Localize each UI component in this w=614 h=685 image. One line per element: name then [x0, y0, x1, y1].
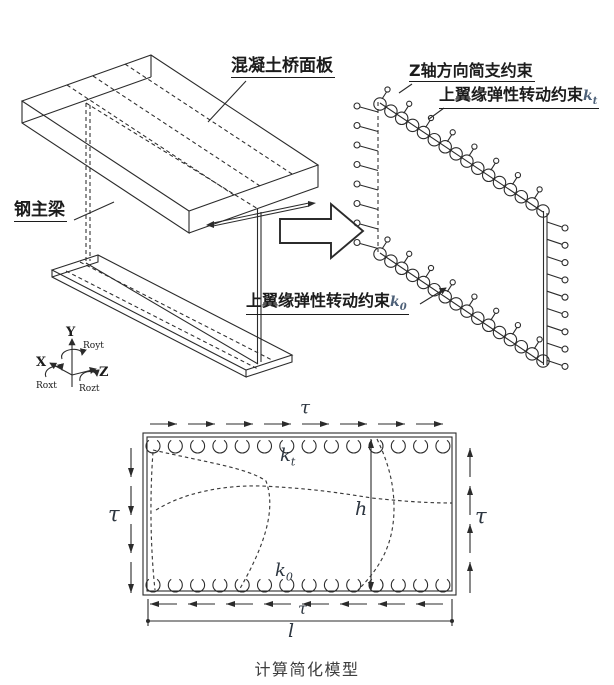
deck-label-leader	[207, 80, 247, 123]
slab-top-face	[20, 54, 320, 212]
bottom-flange-thickness	[51, 255, 293, 378]
bottom-flange-text: 上翼缘弹性转动约束	[246, 291, 391, 310]
figure-caption: 计算简化模型	[254, 660, 360, 679]
k0-model-label: k0	[275, 560, 293, 584]
z-support-text: Z轴方向简支约束	[409, 61, 533, 80]
transform-arrow-icon	[279, 201, 365, 261]
tau-right-label: τ	[475, 504, 487, 528]
k0-symbol: k0	[390, 294, 407, 313]
kt-symbol: kt	[583, 88, 598, 107]
shear-arrows-bottom	[150, 601, 443, 607]
girder-label-leader	[73, 201, 115, 221]
buckle-contour-4	[150, 451, 156, 591]
rotation-arc-z	[79, 369, 100, 382]
simplified-model-drawing	[142, 432, 457, 626]
bottom-flange-dashed-lines	[65, 261, 273, 370]
top-edge-spring-chain	[373, 86, 550, 218]
z-axis	[71, 367, 97, 376]
dim-endpoint-left	[146, 619, 150, 623]
left-edge-pin-supports	[353, 102, 379, 250]
k0-spring-row	[145, 577, 451, 593]
generated-decorations	[128, 86, 569, 607]
rotation-arc-x	[44, 363, 64, 378]
dim-endpoint-right	[450, 619, 454, 623]
label-z-support: Z轴方向简支约束	[409, 62, 535, 82]
kt-model-label: kt	[280, 445, 296, 469]
top-flange-right-tip	[308, 201, 316, 207]
x-axis-label: X	[36, 355, 47, 370]
buckle-contour-1	[152, 449, 271, 593]
rotation-z-label: Rozt	[79, 384, 100, 394]
shear-arrows-left	[128, 448, 134, 593]
top-flange-edge	[212, 202, 310, 227]
right-edge-pin-supports	[546, 221, 569, 370]
plate-outer-outline	[142, 432, 457, 596]
concrete-deck-text: 混凝土桥面板	[231, 56, 333, 76]
tau-bottom-label: τ	[298, 599, 307, 618]
steel-girder-text: 钢主梁	[14, 200, 65, 220]
tau-left-label: τ	[108, 502, 120, 526]
top-flange-text: 上翼缘弹性转动约束	[439, 85, 584, 104]
rotation-y-label: Royt	[83, 341, 104, 351]
z-support-leader	[398, 83, 413, 94]
height-label: h	[355, 498, 368, 520]
kt-label-leader	[428, 107, 445, 120]
buckle-contour-3	[357, 438, 395, 591]
plate-top-bottom-edges	[379, 102, 544, 364]
tau-top-label: τ	[300, 397, 310, 418]
x-axis	[49, 362, 73, 376]
bottom-edge-spring-chain	[373, 236, 550, 368]
web-hidden-edges	[85, 102, 259, 263]
rotation-x-label: Roxt	[36, 381, 57, 391]
label-top-flange-spring: 上翼缘弹性转动约束kt	[439, 85, 600, 109]
label-steel-girder: 钢主梁	[14, 200, 67, 223]
web-visible-edges	[85, 209, 262, 365]
kt-spring-row	[145, 438, 451, 454]
girder-deck-drawing	[20, 54, 320, 378]
plate-right-edge	[542, 211, 548, 365]
label-bottom-flange-spring: 上翼缘弹性转动约束k0	[246, 292, 409, 315]
shear-arrows-top	[150, 421, 443, 427]
slab-surface-dashed-lines	[66, 63, 293, 196]
top-flange-left-tip	[206, 221, 214, 228]
coordinate-axes-icon: Y X Z Royt Roxt Rozt	[36, 325, 109, 394]
slab-thickness-edges	[21, 55, 319, 235]
length-label: l	[288, 620, 295, 642]
rotation-arc-y	[61, 348, 87, 360]
buckle-contour-2	[155, 485, 453, 511]
h-dimension-line	[368, 439, 374, 591]
z-axis-label: Z	[99, 365, 109, 380]
y-axis-label: Y	[65, 325, 76, 340]
plate-inner-outline	[146, 436, 453, 592]
constrained-plate-drawing	[377, 83, 548, 365]
label-concrete-deck: 混凝土桥面板	[231, 56, 335, 79]
shear-arrows-right	[467, 448, 473, 593]
